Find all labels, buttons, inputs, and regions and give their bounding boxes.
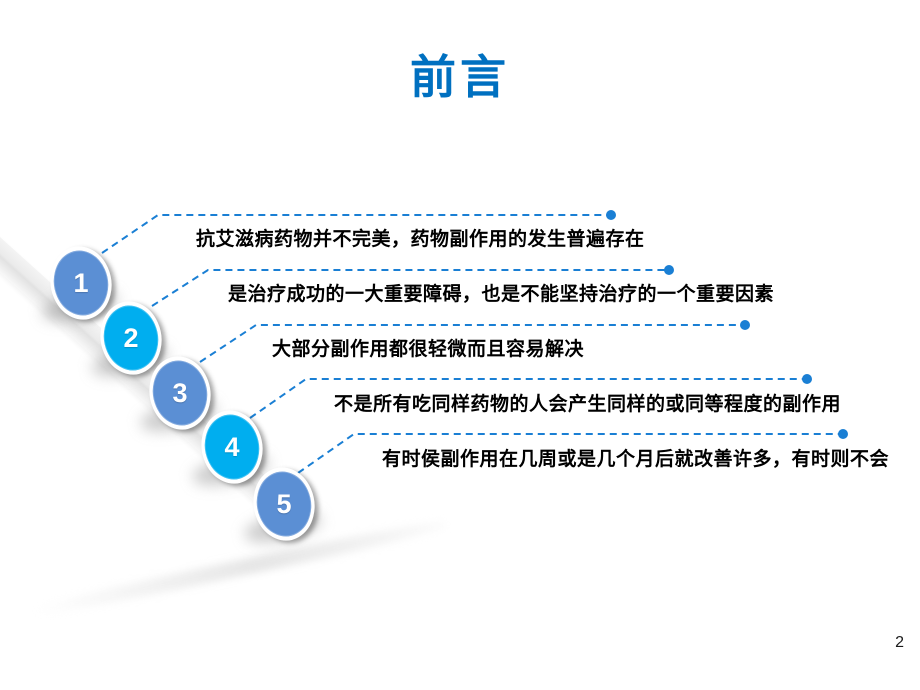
connector-endpoint-dot-5 [838, 429, 848, 439]
connector-endpoint-dot-1 [606, 210, 616, 220]
step-text-1: 抗艾滋病药物并不完美，药物副作用的发生普遍存在 [196, 229, 645, 250]
step-node-5[interactable]: 5 [242, 455, 326, 553]
connector-endpoint-dot-2 [664, 265, 674, 275]
ribbon-reflection-decoration [32, 516, 448, 620]
page-title: 前言 [410, 51, 510, 103]
connector-endpoint-dot-3 [740, 320, 750, 330]
step-text-3: 大部分副作用都很轻微而且容易解决 [272, 339, 585, 360]
step-text-4: 不是所有吃同样药物的人会产生同样的或同等程度的副作用 [334, 394, 842, 415]
step-text-5: 有时侯副作用在几周或是几个月后就改善许多，有时则不会 [382, 449, 890, 470]
step-text-2: 是治疗成功的一大重要障碍，也是不能坚持治疗的一个重要因素 [228, 284, 775, 305]
page-number: 2 [895, 634, 904, 651]
connector-endpoint-dot-4 [802, 374, 812, 384]
